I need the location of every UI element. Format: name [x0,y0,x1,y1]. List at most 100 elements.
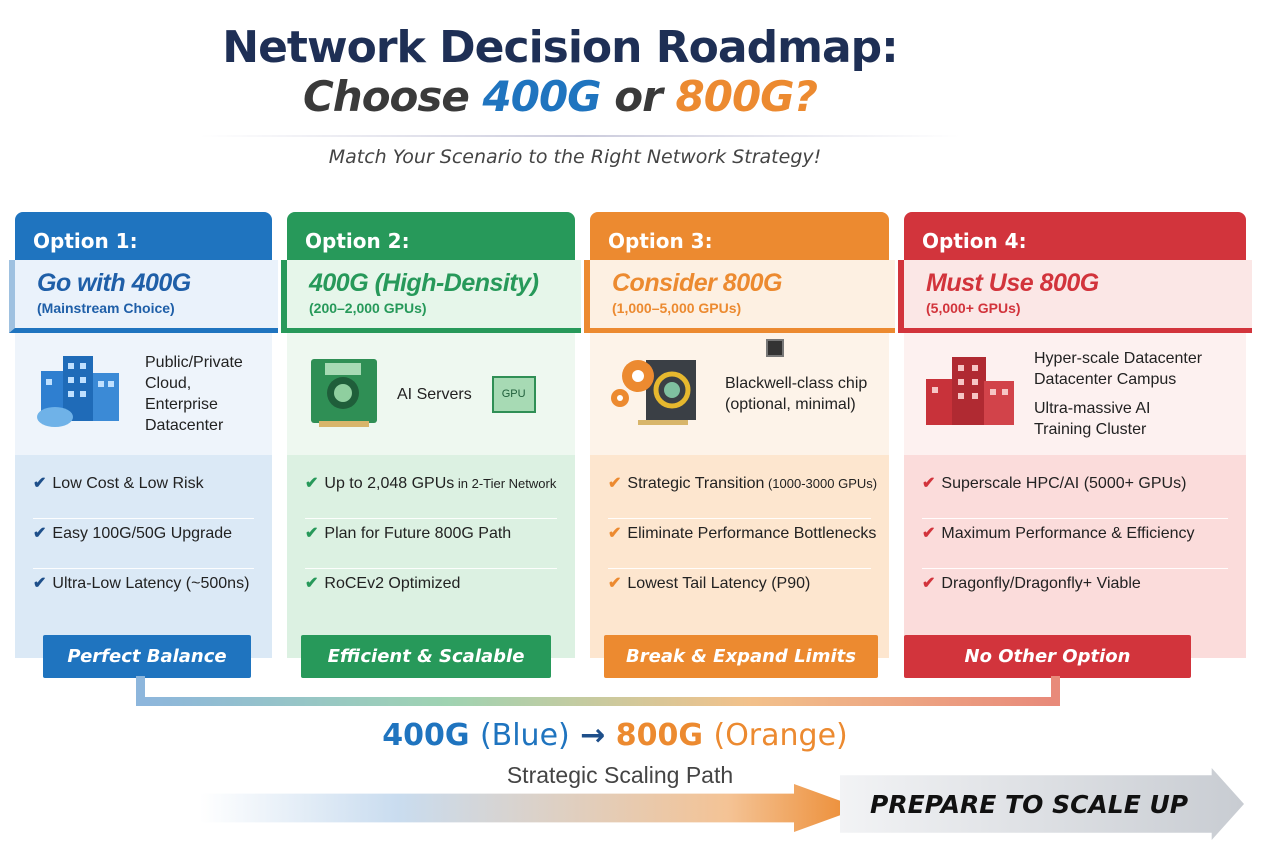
feature-item: ✔Superscale HPC/AI (5000+ GPUs) [922,469,1228,519]
image-caption-line: Datacenter Campus [1034,371,1177,388]
option-subheading: (1,000–5,000 GPUs) [612,300,742,316]
path-800g-label: (Orange) [713,718,848,753]
outcome-button-1[interactable]: Perfect Balance [43,635,251,678]
feature-item: ✔Strategic Transition (1000-3000 GPUs) [608,469,877,519]
chip-icon [766,339,784,357]
image-caption-line: Ultra-massive AI [1034,400,1151,417]
feature-list: ✔Low Cost & Low Risk✔Easy 100G/50G Upgra… [15,455,272,658]
image-caption-line: Public/Private [145,354,243,371]
feature-text: Low Cost & Low Risk [52,475,204,492]
feature-item: ✔ Dragonfly/Dragonfly+ Viable [922,569,1228,619]
option-heading-band: 400G (High-Density) (200–2,000 GPUs) [281,260,581,333]
check-icon: ✔ [922,475,936,492]
feature-item: ✔ Eliminate Performance Bottlenecks [608,519,876,569]
title-or: or [614,72,663,121]
check-icon: ✔ [305,575,319,592]
scenario-illustration: Blackwell-class chip(optional, minimal) [590,333,889,455]
option-heading-band: Consider 800G (1,000–5,000 GPUs) [584,260,895,333]
check-icon: ✔ [33,575,47,592]
prepare-to-scale-up: PREPARE TO SCALE UP [870,790,1189,819]
feature-text: Maximum Performance & Efficiency [941,525,1195,542]
image-caption-line: Datacenter [145,417,224,434]
ai-server-gpu-icon [305,351,385,437]
title-800g: 800G? [675,72,819,121]
feature-note: in 2-Tier Network [454,476,557,491]
option-heading: Go with 400G [37,269,191,297]
path-400g: 400G [382,718,470,753]
feature-item: ✔Easy 100G/50G Upgrade [33,519,254,569]
option-card-2: Option 2: 400G (High-Density) (200–2,000… [281,212,581,658]
image-caption-line: Enterprise [145,396,218,413]
check-icon: ✔ [922,525,936,542]
option-card-4: Option 4: Must Use 800G (5,000+ GPUs) Hy… [898,212,1252,658]
feature-text: Eliminate Performance Bottlenecks [627,525,877,542]
feature-list: ✔ Up to 2,048 GPUs in 2-Tier Network ✔ Plan… [287,455,575,658]
scaling-path: 400G (Blue) → 800G (Orange) [0,718,1230,753]
image-caption-line [1034,390,1202,398]
option-heading-band: Must Use 800G (5,000+ GPUs) [898,260,1252,333]
scenario-illustration: AI Servers GPU [287,333,575,455]
option-subheading: (Mainstream Choice) [37,300,175,316]
option-card-3: Option 3: Consider 800G (1,000–5,000 GPU… [584,212,895,658]
image-caption-line: AI Servers [397,385,472,403]
outcome-button-2[interactable]: Efficient & Scalable [301,635,551,678]
connector-line [136,676,1060,706]
title-400g: 400G [482,72,602,121]
option-card-1: Option 1: Go with 400G (Mainstream Choic… [9,212,278,658]
feature-text: Easy 100G/50G Upgrade [52,525,233,542]
title-line-1: Network Decision Roadmap: [222,22,898,73]
title-divider [200,135,960,137]
feature-list: ✔Superscale HPC/AI (5000+ GPUs)✔Maximum … [904,455,1246,658]
feature-item: ✔ Up to 2,048 GPUs in 2-Tier Network [305,469,557,519]
feature-note: (1000-3000 GPUs) [764,476,878,491]
datacenter-campus-icon [922,351,1022,437]
image-caption-line: (optional, minimal) [725,396,856,413]
feature-item: ✔Ultra-Low Latency (~500ns) [33,569,254,619]
option-label: Option 4: [904,212,1246,260]
outcome-button-3[interactable]: Break & Expand Limits [604,635,878,678]
gpu-card-icon: GPU [491,375,536,413]
option-heading-band: Go with 400G (Mainstream Choice) [9,260,278,333]
option-label: Option 3: [590,212,889,260]
image-caption: AI Servers [397,384,472,405]
feature-item: ✔ Maximum Performance & Efficiency [922,519,1228,569]
scaling-path-caption: Strategic Scaling Path [506,762,734,788]
outcome-button-4[interactable]: No Other Option [904,635,1191,678]
subtitle: Match Your Scenario to the Right Network… [328,146,822,168]
image-caption-line: Cloud, [145,375,192,392]
image-caption-line: Training Cluster [1034,421,1147,438]
path-400g-label: (Blue) [479,718,570,753]
feature-item: ✔ Low Cost & Low Risk [33,469,254,519]
feature-text: Plan for Future 800G Path [324,525,512,542]
check-icon: ✔ [608,575,622,592]
check-icon: ✔ [305,475,319,492]
gears-chip-icon [608,346,713,442]
option-label: Option 2: [287,212,575,260]
option-heading: Consider 800G [612,269,782,297]
feature-item: ✔ Plan for Future 800G Path [305,519,557,569]
title-line-2: Choose 400G or 800G? [0,72,1120,121]
title-choose: Choose [302,72,470,121]
path-800g: 800G [615,718,704,753]
feature-text: Lowest Tail Latency (P90) [627,575,811,592]
feature-text: Dragonfly/Dragonfly+ Viable [941,575,1141,592]
check-icon: ✔ [305,525,319,542]
feature-text: RoCEv2 Optimized [324,575,461,592]
option-heading: Must Use 800G [926,269,1099,297]
arrow-right-icon: → [580,718,606,753]
check-icon: ✔ [922,575,936,592]
gradient-arrow-icon [200,784,860,832]
option-label: Option 1: [15,212,272,260]
check-icon: ✔ [608,525,622,542]
feature-text: Up to 2,048 GPUs [324,475,455,492]
check-icon: ✔ [33,475,47,492]
option-subheading: (5,000+ GPUs) [926,300,1021,316]
feature-text: Strategic Transition [627,475,765,492]
feature-item: ✔ RoCEv2 Optimized [305,569,557,619]
buildings-cloud-icon [33,351,133,437]
feature-list: ✔Strategic Transition (1000-3000 GPUs)✔E… [590,455,889,658]
